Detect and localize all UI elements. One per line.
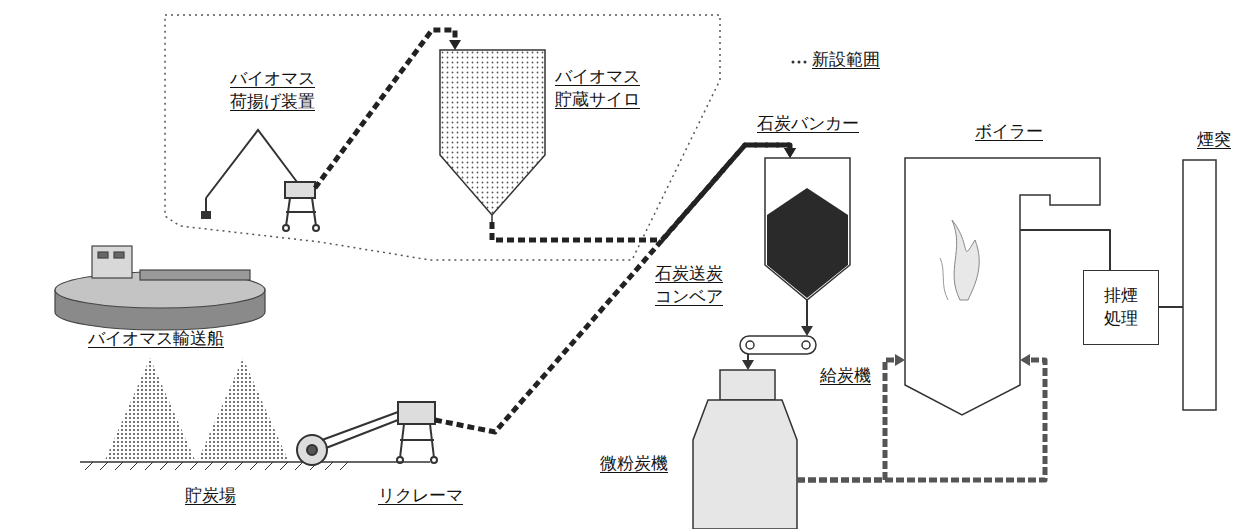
equipment-label: 微粉炭機 — [600, 452, 668, 475]
pulverizer-drawing — [693, 370, 797, 529]
connector — [1020, 230, 1110, 270]
equipment-label: バイオマス荷揚げ装置 — [230, 67, 315, 113]
reclaimer-drawing — [297, 402, 437, 465]
chimney-drawing — [1183, 160, 1216, 410]
conveyor-label: 石炭送炭コンベア — [655, 262, 723, 308]
legend-text: 新設範囲 — [812, 48, 880, 71]
connector — [492, 145, 796, 240]
connector — [797, 354, 1045, 480]
equipment-label: バイオマス貯蔵サイロ — [555, 65, 640, 111]
connector — [801, 300, 813, 336]
connector-line — [1020, 230, 1110, 270]
arrow-head — [895, 354, 905, 366]
equipment-label: 貯炭場 — [185, 484, 236, 507]
unloader-drawing — [202, 130, 319, 231]
connector — [797, 354, 905, 480]
connector-line — [806, 300, 808, 328]
connector — [435, 145, 796, 432]
unloader: バイオマス荷揚げ装置 — [195, 122, 315, 232]
connector-line — [797, 360, 897, 480]
coal-yard: 貯炭場 — [105, 358, 288, 460]
boiler-drawing — [905, 158, 1100, 415]
bunker-drawing — [765, 158, 850, 300]
equipment-label: 煙突 — [1197, 128, 1231, 151]
flue-gas-treatment-box: 排煙処理 — [1083, 270, 1159, 345]
connector-line — [435, 145, 790, 432]
transport-ship: バイオマス輸送船 — [55, 240, 267, 325]
arrow-head — [449, 40, 461, 50]
ship-drawing — [55, 246, 265, 330]
arrow-head — [784, 148, 796, 158]
legend-sample — [792, 61, 807, 64]
arrow-head — [784, 148, 796, 158]
new-scope-outline — [165, 15, 720, 260]
connector-line — [315, 30, 455, 188]
boiler: ボイラー — [905, 158, 1020, 415]
equipment-label: 石炭バンカー — [757, 112, 859, 135]
silo-drawing — [440, 50, 545, 222]
equipment-label: バイオマス輸送船 — [88, 327, 224, 350]
coal-feeder: 給炭機 — [740, 336, 816, 354]
feeder-drawing — [740, 336, 816, 354]
equipment-label: リクレーマ — [378, 484, 463, 507]
connector — [742, 354, 754, 370]
arrow-head — [1020, 354, 1030, 366]
coal-bunker: 石炭バンカー — [765, 158, 850, 300]
connector-line — [797, 360, 1045, 480]
chimney: 煙突 — [1183, 160, 1216, 410]
equipment-label: 排煙処理 — [1104, 284, 1138, 330]
storage-silo: バイオマス貯蔵サイロ — [440, 50, 545, 222]
connector — [1159, 307, 1183, 308]
coal-piles — [80, 358, 430, 470]
connector — [315, 30, 461, 188]
equipment-label: 給炭機 — [820, 364, 871, 387]
equipment-label: ボイラー — [975, 120, 1043, 143]
connector-line — [1159, 306, 1183, 308]
arrow-head — [801, 326, 813, 336]
connector-line — [492, 145, 790, 240]
arrow-head — [742, 360, 754, 370]
pulverizer: 微粉炭機 — [693, 370, 797, 529]
reclaimer: リクレーマ — [298, 402, 435, 462]
